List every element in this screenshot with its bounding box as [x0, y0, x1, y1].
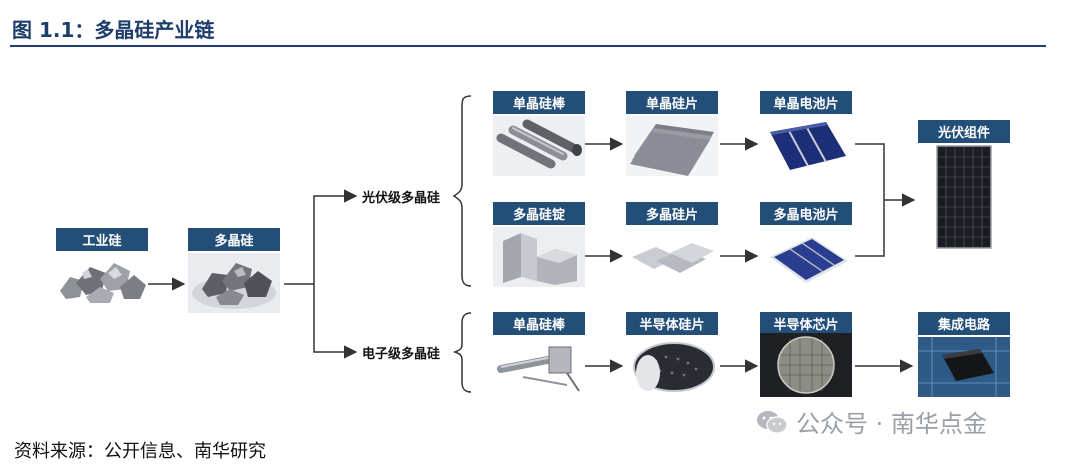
pv-module-image [936, 145, 992, 249]
integrated-circuit-image [918, 337, 1010, 397]
polysilicon-image [188, 253, 280, 313]
electronic-grade-brace [452, 312, 472, 393]
node-pv-mono-rod: 单晶硅棒 [493, 91, 585, 114]
arrow-to-solar-grade [313, 189, 358, 284]
electronic-grade-label: 电子级多晶硅 [362, 347, 441, 362]
watermark-text: 公众号 · 南华点金 [796, 410, 987, 438]
semiconductor-chip-image [760, 333, 852, 397]
solar-grade-brace [452, 95, 472, 287]
solar-grade-label: 光伏级多晶硅 [362, 191, 441, 206]
eg-mono-rod-image [493, 337, 585, 397]
node-pv-mono-wafer: 单晶硅片 [626, 91, 718, 114]
source-note: 资料来源：公开信息、南华研究 [14, 441, 266, 462]
watermark: 公众号 · 南华点金 [756, 404, 987, 439]
mono-cell-image [760, 116, 852, 176]
arrow-to-electronic-grade [313, 284, 358, 359]
multi-wafer-image [626, 227, 718, 287]
node-polysilicon: 多晶硅 [188, 228, 280, 251]
industrial-silicon-image [60, 263, 146, 303]
node-semiconductor-chip: 半导体芯片 [760, 312, 852, 335]
node-integrated-circuit: 集成电路 [918, 312, 1010, 335]
mono-rod-image [493, 116, 585, 176]
mono-wafer-image [626, 116, 718, 176]
node-pv-multi-ingot: 多晶硅锭 [493, 202, 585, 225]
node-semiconductor-wafer: 半导体硅片 [626, 312, 718, 335]
node-pv-mono-cell: 单晶电池片 [760, 91, 852, 114]
figure-title: 图 1.1：多晶硅产业链 [12, 18, 215, 42]
multi-ingot-image [493, 227, 585, 287]
title-divider [10, 45, 1046, 47]
node-eg-mono-rod: 单晶硅棒 [493, 312, 585, 335]
node-pv-module: 光伏组件 [918, 120, 1010, 143]
multi-cell-image [760, 227, 852, 287]
node-pv-multi-cell: 多晶电池片 [760, 202, 852, 225]
node-industrial-silicon: 工业硅 [56, 228, 148, 251]
semiconductor-wafer-image [626, 337, 718, 397]
node-pv-multi-wafer: 多晶硅片 [626, 202, 718, 225]
wechat-icon [757, 410, 788, 434]
cells-merge-bracket [855, 143, 885, 257]
